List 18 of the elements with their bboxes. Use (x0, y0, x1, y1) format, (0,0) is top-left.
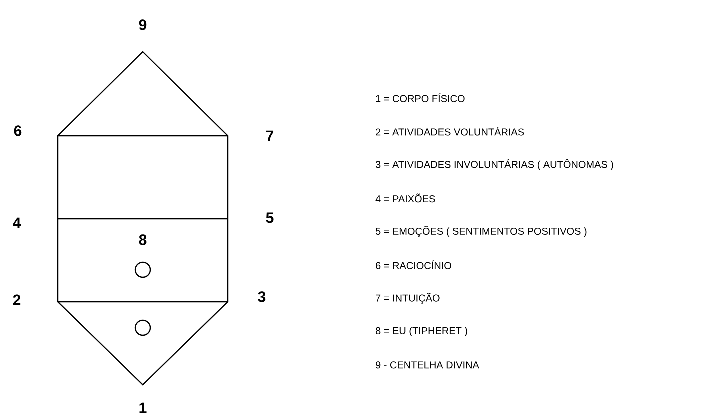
number-label: 6 (14, 126, 22, 136)
number-label: 8 (139, 234, 147, 246)
legend-entry: 5 = EMOÇÕES ( SENTIMENTOS POSITIVOS ) (376, 226, 587, 238)
legend-entry: 6 = RACIOCÍNIO (376, 260, 452, 270)
legend-entry: 1 = CORPO FÍSICO (376, 94, 465, 102)
legend-entry: 8 = EU (TIPHERET ) (376, 327, 468, 336)
number-label: 7 (266, 130, 274, 142)
number-label: 2 (13, 294, 21, 306)
legend-entry: 9 - CENTELHA DIVINA (376, 362, 480, 369)
number-label: 9 (139, 20, 147, 30)
legend-entry: 4 = PAIXÕES (376, 194, 436, 203)
number-label: 3 (258, 292, 266, 302)
legend-entry: 2 = ATIVIDADES VOLUNTÁRIAS (376, 127, 524, 136)
legend-entry: 3 = ATIVIDADES INVOLUNTÁRIAS ( AUTÔNOMAS ) (376, 159, 614, 170)
legend-entry: 7 = INTUIÇÃO (376, 292, 440, 304)
number-label: 5 (266, 212, 274, 224)
number-label: 1 (140, 402, 147, 414)
number-label: 4 (13, 218, 22, 228)
